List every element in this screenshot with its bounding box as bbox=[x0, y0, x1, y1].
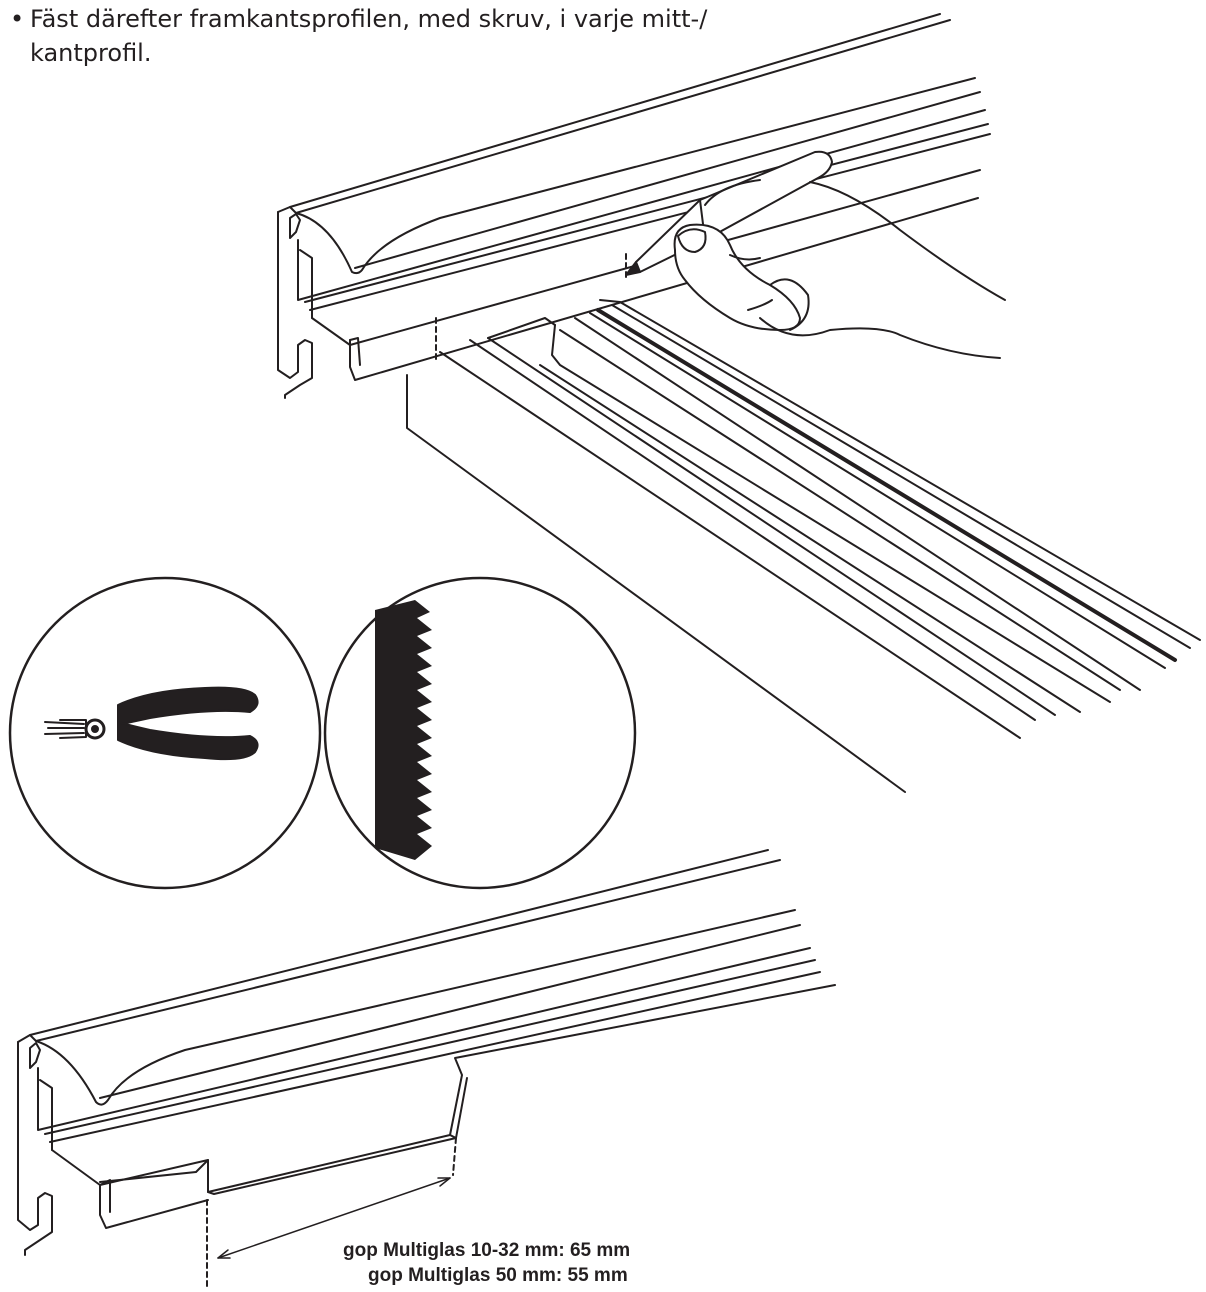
beam-panel bbox=[406, 374, 906, 793]
front-edge-profile-top bbox=[277, 13, 991, 399]
top-scene bbox=[277, 13, 1201, 793]
instruction-text-block: • Fäst därefter framkantsprofilen, med s… bbox=[10, 2, 790, 70]
dimension-label-10-32: gop Multiglas 10-32 mm: 65 mm bbox=[343, 1240, 631, 1261]
hand-with-pencil bbox=[625, 150, 1006, 359]
front-edge-profile-bottom bbox=[17, 849, 836, 1291]
pliers-tool-circle bbox=[8, 576, 322, 890]
saw-blade-icon bbox=[375, 600, 432, 860]
instruction-text: Fäst därefter framkantsprofilen, med skr… bbox=[30, 5, 708, 67]
bullet: • bbox=[10, 5, 25, 33]
bottom-scene bbox=[17, 849, 836, 1291]
pliers-icon bbox=[44, 686, 259, 761]
saw-tool-circle bbox=[323, 576, 637, 890]
dimension-label-50: gop Multiglas 50 mm: 55 mm bbox=[368, 1265, 628, 1286]
glazing-bars bbox=[439, 299, 1201, 739]
dimension-arrow bbox=[217, 1177, 451, 1259]
